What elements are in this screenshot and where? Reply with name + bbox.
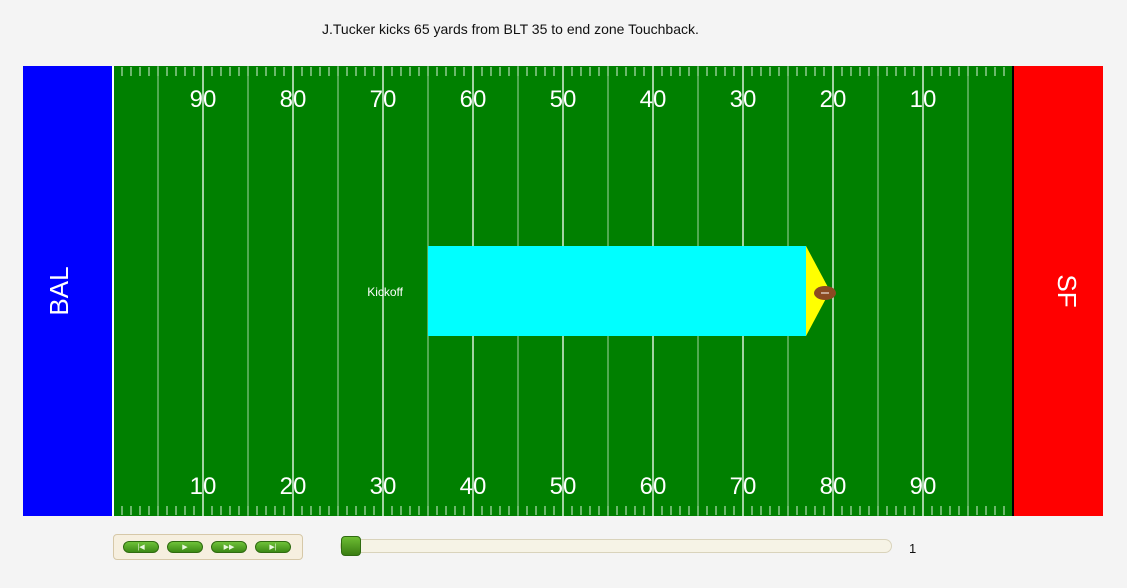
drive-bar: [428, 246, 806, 336]
drive-label: Kickoff: [367, 285, 403, 299]
yard-number-bottom: 10: [190, 473, 217, 500]
yard-number-bottom: 30: [370, 473, 397, 500]
yard-number-top: 10: [910, 86, 937, 113]
yard-number-top: 70: [370, 86, 397, 113]
yard-number-bottom: 80: [820, 473, 847, 500]
play-description: J.Tucker kicks 65 yards from BLT 35 to e…: [322, 21, 699, 37]
right-endzone: [1013, 66, 1103, 516]
play-button[interactable]: ▶: [167, 541, 203, 553]
yard-number-top: 90: [190, 86, 217, 113]
playback-controls: |◀▶▶▶▶|: [113, 534, 303, 560]
slider-thumb[interactable]: [341, 536, 361, 556]
yard-number-top: 20: [820, 86, 847, 113]
yard-number-top: 60: [460, 86, 487, 113]
yard-number-bottom: 70: [730, 473, 757, 500]
yard-number-top: 40: [640, 86, 667, 113]
left-team-label: BAL: [44, 266, 74, 315]
yard-number-top: 80: [280, 86, 307, 113]
yard-number-top: 30: [730, 86, 757, 113]
right-team-label: SF: [1052, 274, 1082, 307]
yard-number-bottom: 40: [460, 473, 487, 500]
first-frame-button[interactable]: |◀: [123, 541, 159, 553]
play-slider[interactable]: [340, 536, 892, 556]
yard-number-bottom: 50: [550, 473, 577, 500]
last-frame-button[interactable]: ▶|: [255, 541, 291, 553]
yard-number-top: 50: [550, 86, 577, 113]
fast-forward-button[interactable]: ▶▶: [211, 541, 247, 553]
left-endzone: [23, 66, 113, 516]
frame-number: 1: [909, 541, 917, 556]
yard-number-bottom: 20: [280, 473, 307, 500]
yard-number-bottom: 60: [640, 473, 667, 500]
yard-number-bottom: 90: [910, 473, 937, 500]
